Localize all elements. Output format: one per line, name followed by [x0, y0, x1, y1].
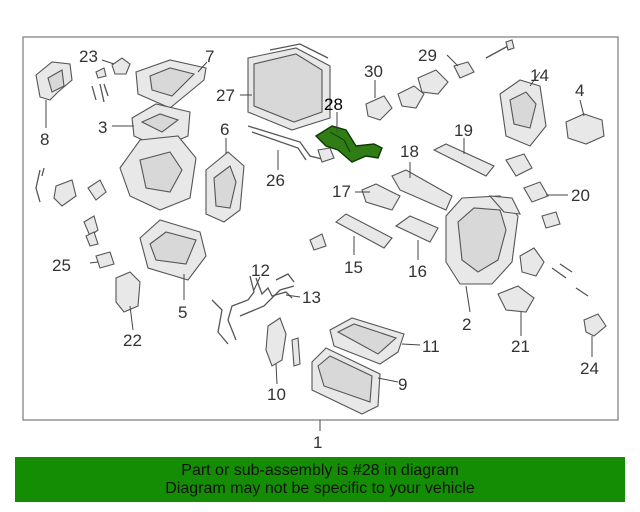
part-27-evaporator[interactable] — [247, 43, 331, 131]
callout-24: 24 — [580, 359, 599, 378]
part-24-bracket[interactable] — [583, 313, 607, 337]
callout-10: 10 — [267, 385, 286, 404]
part-8-bracket[interactable] — [35, 61, 73, 101]
part-10-bracket[interactable] — [265, 317, 301, 367]
callout-9: 9 — [398, 375, 407, 394]
part-11-filter[interactable] — [329, 317, 405, 365]
callout-27: 27 — [216, 86, 235, 105]
banner-line-1: Part or sub-assembly is #28 in diagram — [181, 461, 459, 479]
callout-8: 8 — [40, 130, 49, 149]
small-parts-left[interactable] — [35, 167, 107, 247]
callout-26: 26 — [266, 171, 285, 190]
part-19-door[interactable] — [432, 143, 495, 177]
part-14-actuator[interactable] — [499, 79, 547, 147]
callout-labels: 1 2 3 4 5 6 7 8 9 10 11 12 13 14 15 16 1… — [40, 46, 599, 452]
callout-18: 18 — [400, 142, 419, 161]
part-9-filter[interactable] — [311, 347, 381, 415]
callout-7: 7 — [205, 47, 214, 66]
callout-12: 12 — [251, 261, 270, 280]
callout-1: 1 — [313, 433, 322, 452]
callout-30: 30 — [364, 62, 383, 81]
part-7-cover[interactable] — [135, 59, 207, 109]
part-22-bracket[interactable] — [115, 271, 141, 313]
part-21-motor[interactable] — [497, 285, 535, 313]
part-16-door[interactable] — [394, 215, 439, 243]
callout-20: 20 — [571, 186, 590, 205]
callout-15: 15 — [344, 258, 363, 277]
part-29-screw[interactable] — [453, 39, 515, 79]
part-2-heater-case[interactable] — [445, 195, 521, 285]
part-23-clips[interactable] — [91, 57, 131, 103]
part-20-actuator[interactable] — [505, 153, 561, 229]
callout-25: 25 — [52, 256, 71, 275]
callout-23: 23 — [79, 47, 98, 66]
part-28-highlighted-duct[interactable] — [314, 125, 383, 163]
callout-21: 21 — [511, 337, 530, 356]
callout-16: 16 — [408, 262, 427, 281]
part-cover-small[interactable] — [397, 69, 449, 109]
part-6-blower-housing[interactable] — [205, 151, 245, 223]
callout-4: 4 — [575, 81, 584, 100]
callout-28: 28 — [324, 95, 343, 114]
heater-case-left[interactable] — [119, 135, 197, 211]
callout-3: 3 — [98, 118, 107, 137]
part-5-lower-case[interactable] — [139, 219, 207, 281]
callout-22: 22 — [123, 331, 142, 350]
callout-2: 2 — [462, 315, 471, 334]
callout-17: 17 — [332, 182, 351, 201]
part-18-door[interactable] — [391, 169, 453, 211]
part-25-clip[interactable] — [95, 251, 115, 269]
part-26-pipe[interactable] — [247, 125, 335, 163]
info-banner: Part or sub-assembly is #28 in diagram D… — [15, 457, 625, 502]
callout-5: 5 — [178, 303, 187, 322]
banner-line-2: Diagram may not be specific to your vehi… — [165, 479, 475, 497]
small-parts-right[interactable] — [519, 247, 589, 297]
callout-29: 29 — [418, 46, 437, 65]
callout-13: 13 — [302, 288, 321, 307]
part-15-door[interactable] — [335, 213, 393, 249]
part-30-actuator[interactable] — [365, 95, 393, 121]
callout-6: 6 — [220, 120, 229, 139]
callout-14: 14 — [530, 66, 549, 85]
callout-11: 11 — [422, 337, 440, 356]
part-17-door[interactable] — [361, 183, 401, 211]
part-screw-center[interactable] — [309, 233, 327, 251]
callout-leaders — [45, 54, 593, 385]
part-12-13-pipes[interactable] — [211, 273, 295, 345]
callout-19: 19 — [454, 121, 473, 140]
